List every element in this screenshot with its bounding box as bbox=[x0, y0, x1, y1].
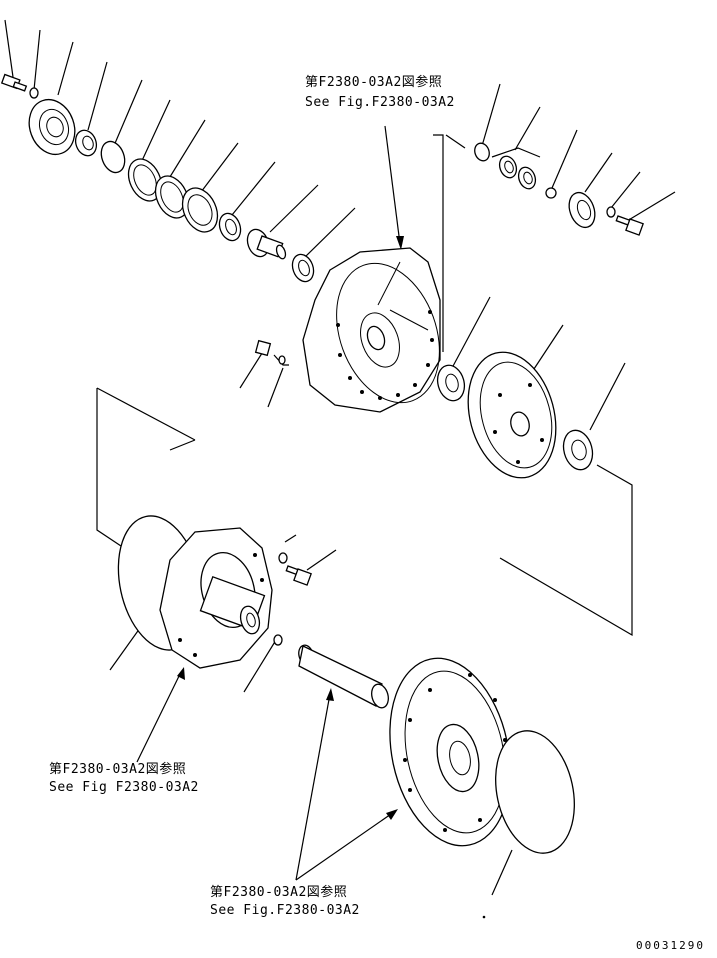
ref-bottom-en: See Fig.F2380-03A2 bbox=[210, 903, 360, 918]
o-ring-right bbox=[474, 142, 490, 162]
bolt-top-left bbox=[0, 73, 28, 92]
ref-bottom-jp: 第F2380-03A2図参照 bbox=[210, 885, 348, 900]
cap-right bbox=[568, 191, 596, 229]
dot-mark bbox=[482, 915, 486, 919]
nut-center bbox=[436, 364, 466, 402]
friction-disc-2 bbox=[154, 175, 190, 219]
nut-right bbox=[562, 429, 594, 471]
gasket-large-right bbox=[495, 730, 575, 854]
bearing-mid bbox=[218, 212, 242, 242]
pump-housing bbox=[302, 247, 441, 413]
ref-top-en: See Fig.F2380-03A2 bbox=[305, 95, 455, 110]
washer-small-lower bbox=[273, 634, 283, 646]
drawing-number: 00031290 bbox=[636, 939, 705, 952]
ring-gear bbox=[467, 351, 557, 479]
bearing-left bbox=[74, 129, 98, 157]
bolt-top-right bbox=[615, 215, 644, 236]
flywheel-disc bbox=[389, 657, 511, 847]
washer-top-right bbox=[606, 206, 616, 218]
leader-lines bbox=[4, 19, 676, 896]
splined-shaft bbox=[298, 644, 389, 709]
bolt-lower bbox=[285, 565, 312, 586]
ref-left-jp: 第F2380-03A2図参照 bbox=[49, 762, 187, 777]
bearing-pair-right bbox=[498, 155, 537, 190]
ref-left-en: See Fig F2380-03A2 bbox=[49, 780, 199, 795]
friction-disc-1 bbox=[127, 158, 163, 202]
ball bbox=[545, 187, 557, 199]
plug-small bbox=[254, 339, 286, 365]
friction-disc-3 bbox=[181, 187, 219, 233]
output-housing bbox=[159, 527, 273, 669]
cover-plate bbox=[28, 98, 76, 156]
o-ring-left bbox=[100, 140, 126, 174]
washer-top-left bbox=[29, 87, 39, 99]
bearing-right-of-shaft bbox=[291, 253, 315, 283]
gear-shaft-small bbox=[246, 228, 287, 260]
washer-lower bbox=[278, 552, 288, 564]
ref-top-jp: 第F2380-03A2図参照 bbox=[305, 75, 443, 90]
